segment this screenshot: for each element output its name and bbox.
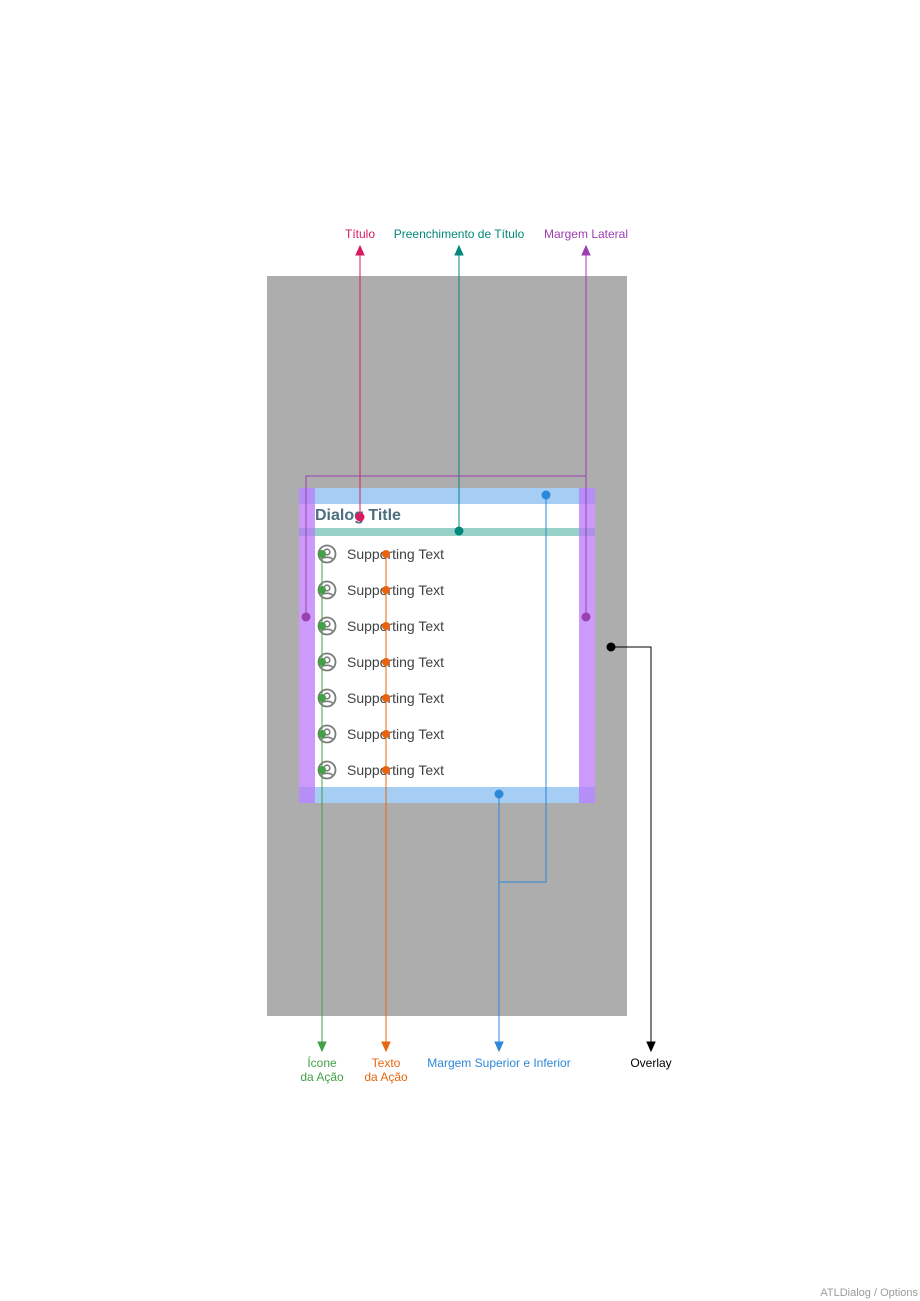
side-margin-leader [301,244,591,622]
action-text-annotation-label: Texto da Ação [364,1056,408,1084]
action-icon-leader [317,550,327,1053]
overlay-annotation-label: Overlay [630,1056,672,1070]
action-icon-annotation-label: Ícone da Ação [300,1056,344,1084]
list-item-text: Supporting Text [347,582,445,598]
list-item-text: Supporting Text [347,618,445,634]
title-padding-leader [454,244,464,536]
list-item-text: Supporting Text [347,690,445,706]
title-leader [355,244,365,522]
top-bottom-margin-leader [494,490,551,1053]
list-item-text: Supporting Text [347,726,445,742]
title-annotation-label: Título [344,227,375,241]
action-text-leader [381,550,391,1053]
top-margin-highlight [299,488,595,504]
list-item-text: Supporting Text [347,546,445,562]
bottom-margin-highlight [299,787,595,803]
page-footer: ATLDialog / Options [820,1287,918,1299]
side-margin-annotation-label: Margem Lateral [543,227,629,241]
list-item-text: Supporting Text [347,762,445,778]
overlay-leader [606,642,656,1053]
list-item-text: Supporting Text [347,654,445,670]
title-padding-annotation-label: Preenchimento de Título [393,227,525,241]
top-bottom-margin-annotation-label: Margem Superior e Inferior [427,1056,571,1070]
title-padding-highlight [299,528,595,536]
list-item[interactable]: Supporting Text [315,716,579,752]
right-margin-highlight [579,488,595,803]
left-margin-highlight [299,488,315,803]
